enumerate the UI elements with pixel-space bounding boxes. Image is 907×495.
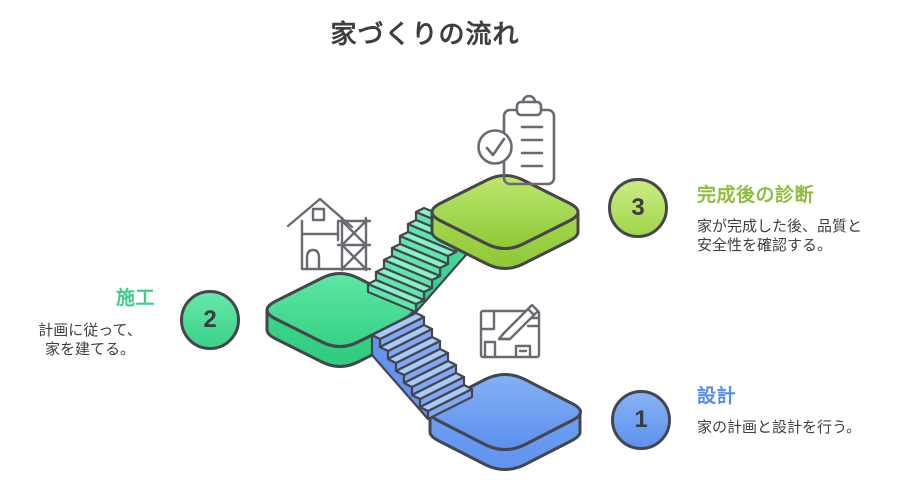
clipboard-check-icon [477, 94, 556, 186]
platform-step-3-inspection [430, 174, 580, 270]
step-3-description: 家が完成した後、品質と 安全性を確認する。 [697, 218, 863, 254]
step-2-block: 施工 計画に従って、 家を建てる。 [25, 283, 155, 359]
stairs-step-1-design [370, 311, 474, 421]
step-1-block: 設計 家の計画と設計を行う。 [697, 381, 861, 437]
step-2-number: 2 [203, 306, 217, 333]
step-2-badge: 2 [180, 290, 240, 350]
page-title: 家づくりの流れ [330, 19, 520, 49]
step-2-description: 計画に従って、 家を建てる。 [38, 322, 142, 358]
step-3-number: 3 [631, 194, 645, 221]
step-3-title: 完成後の診断 [697, 185, 815, 206]
blueprint-pencil-icon [479, 303, 541, 359]
step-1-title: 設計 [697, 386, 737, 407]
step-1-badge: 1 [611, 390, 671, 450]
step-1-number: 1 [634, 406, 648, 433]
house-scaffold-icon [286, 197, 372, 272]
step-1-description: 家の計画と設計を行う。 [697, 419, 862, 436]
step-3-badge: 3 [608, 178, 668, 238]
step-3-block: 完成後の診断 家が完成した後、品質と 安全性を確認する。 [697, 180, 862, 255]
step-2-title: 施工 [115, 288, 155, 309]
